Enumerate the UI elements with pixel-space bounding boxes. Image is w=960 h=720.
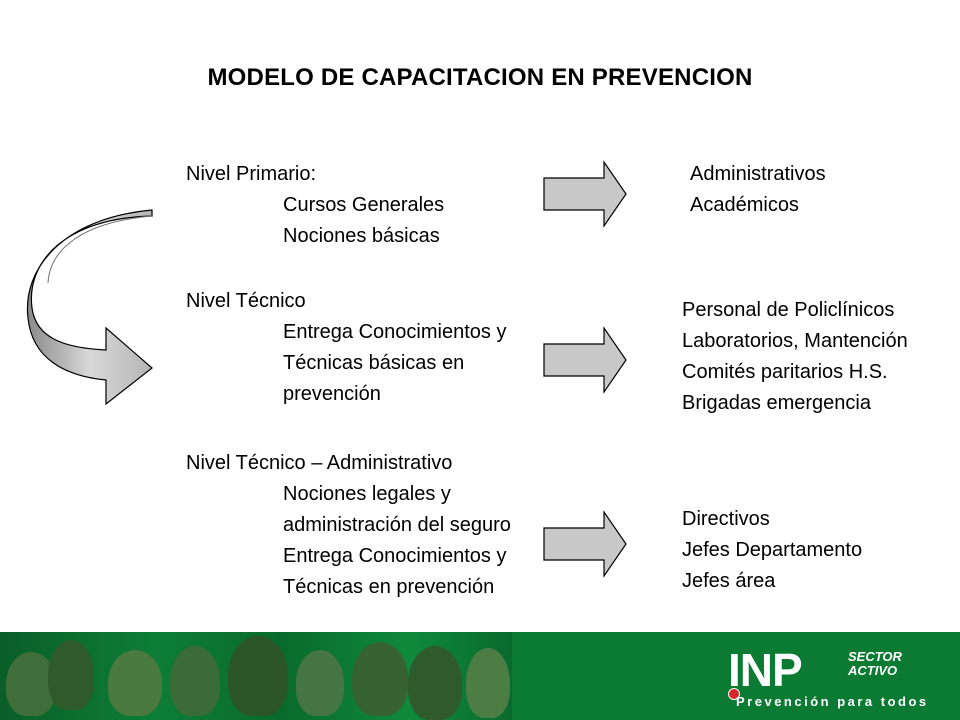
audience-item: Directivos <box>682 508 770 530</box>
audience-item: Académicos <box>690 194 799 216</box>
level-technical-block: Nivel Técnico Entrega Conocimientos y Té… <box>186 286 506 410</box>
level-item: Nociones básicas <box>283 225 440 247</box>
audience-item: Brigadas emergencia <box>682 392 871 414</box>
right-block-arrow-icon <box>543 510 627 578</box>
level-item: Técnicas básicas en <box>283 352 465 374</box>
footer-banner: INP SECTOR ACTIVO Prevención para todos <box>0 632 960 720</box>
audience-item: Laboratorios, Mantención <box>682 330 908 352</box>
curved-arrow-icon <box>26 209 153 406</box>
audience-technical: Personal de Policlínicos Laboratorios, M… <box>682 295 908 419</box>
audience-item: Jefes Departamento <box>682 539 863 561</box>
level-item: Nociones legales y <box>283 483 451 505</box>
level-item: administración del seguro <box>283 514 511 536</box>
flag-icon <box>728 688 740 700</box>
level-item: Técnicas en prevención <box>283 576 495 598</box>
right-block-arrow-icon <box>543 326 627 394</box>
right-block-arrow-icon <box>543 160 627 228</box>
audience-item: Comités paritarios H.S. <box>682 361 888 383</box>
level-item: Entrega Conocimientos y <box>283 321 507 343</box>
level-item: Cursos Generales <box>283 194 445 216</box>
level-heading: Nivel Técnico <box>186 290 306 312</box>
audience-item: Administrativos <box>690 163 826 185</box>
logo-tagline: Prevención para todos <box>736 694 929 709</box>
level-heading: Nivel Primario: <box>186 163 317 185</box>
audience-primary: Administrativos Académicos <box>690 159 826 221</box>
workers-photo-strip <box>0 632 512 720</box>
level-item: prevención <box>283 383 381 405</box>
inp-logo: INP SECTOR ACTIVO Prevención para todos <box>728 646 948 712</box>
level-item: Entrega Conocimientos y <box>283 545 507 567</box>
level-primary-block: Nivel Primario: Cursos Generales Nocione… <box>186 159 444 252</box>
level-heading: Nivel Técnico – Administrativo <box>186 452 453 474</box>
level-technical-admin-block: Nivel Técnico – Administrativo Nociones … <box>186 448 511 603</box>
page-title: MODELO DE CAPACITACION EN PREVENCION <box>207 64 753 91</box>
audience-item: Jefes área <box>682 570 776 592</box>
audience-technical-admin: Directivos Jefes Departamento Jefes área <box>682 504 862 597</box>
logo-sector: SECTOR ACTIVO <box>848 649 902 678</box>
logo-text: INP <box>728 644 803 696</box>
audience-item: Personal de Policlínicos <box>682 299 895 321</box>
